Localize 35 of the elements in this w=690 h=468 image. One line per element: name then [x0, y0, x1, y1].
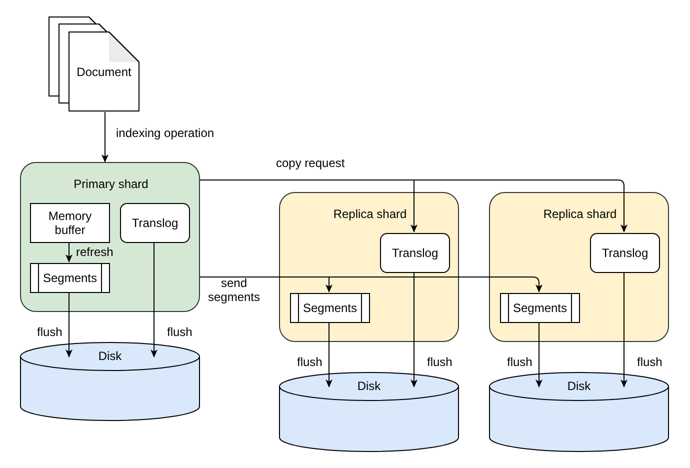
edge-label: send segments	[206, 276, 262, 304]
disk-label: Disk	[98, 349, 122, 363]
edge-label: flush	[37, 325, 62, 339]
edge-label: refresh	[76, 245, 114, 259]
replica-shard-panel	[489, 192, 669, 342]
disk-label: Disk	[357, 379, 381, 393]
process-box: Memory buffer	[30, 203, 110, 243]
shard-title: Replica shard	[333, 207, 407, 221]
arrow	[536, 322, 542, 388]
edge-label: flush	[427, 355, 452, 369]
subprocess-box: Segments	[500, 293, 580, 323]
shard-title: Primary shard	[74, 177, 148, 191]
arrow	[326, 322, 332, 388]
replica-shard-panel	[279, 192, 459, 342]
edge-label: flush	[507, 355, 532, 369]
primary-shard-panel	[20, 162, 200, 312]
edge-label: flush	[167, 325, 192, 339]
disk-label: Disk	[567, 379, 591, 393]
subprocess-box: Segments	[30, 263, 110, 293]
edge-label: copy request	[276, 156, 345, 170]
rounded-box: Translog	[380, 233, 450, 273]
arrow	[410, 272, 418, 388]
arrow	[66, 292, 72, 358]
rounded-box: Translog	[120, 203, 190, 243]
edge-label: indexing operation	[116, 126, 214, 140]
document-label: Document	[76, 65, 132, 79]
arrow	[620, 272, 628, 388]
subprocess-box: Segments	[290, 293, 370, 323]
arrow	[66, 242, 72, 262]
rounded-box: Translog	[590, 233, 660, 273]
edge-label: flush	[297, 355, 322, 369]
arrow	[102, 112, 108, 162]
shard-title: Replica shard	[543, 207, 617, 221]
edge-label: flush	[637, 355, 662, 369]
arrow	[150, 242, 158, 358]
